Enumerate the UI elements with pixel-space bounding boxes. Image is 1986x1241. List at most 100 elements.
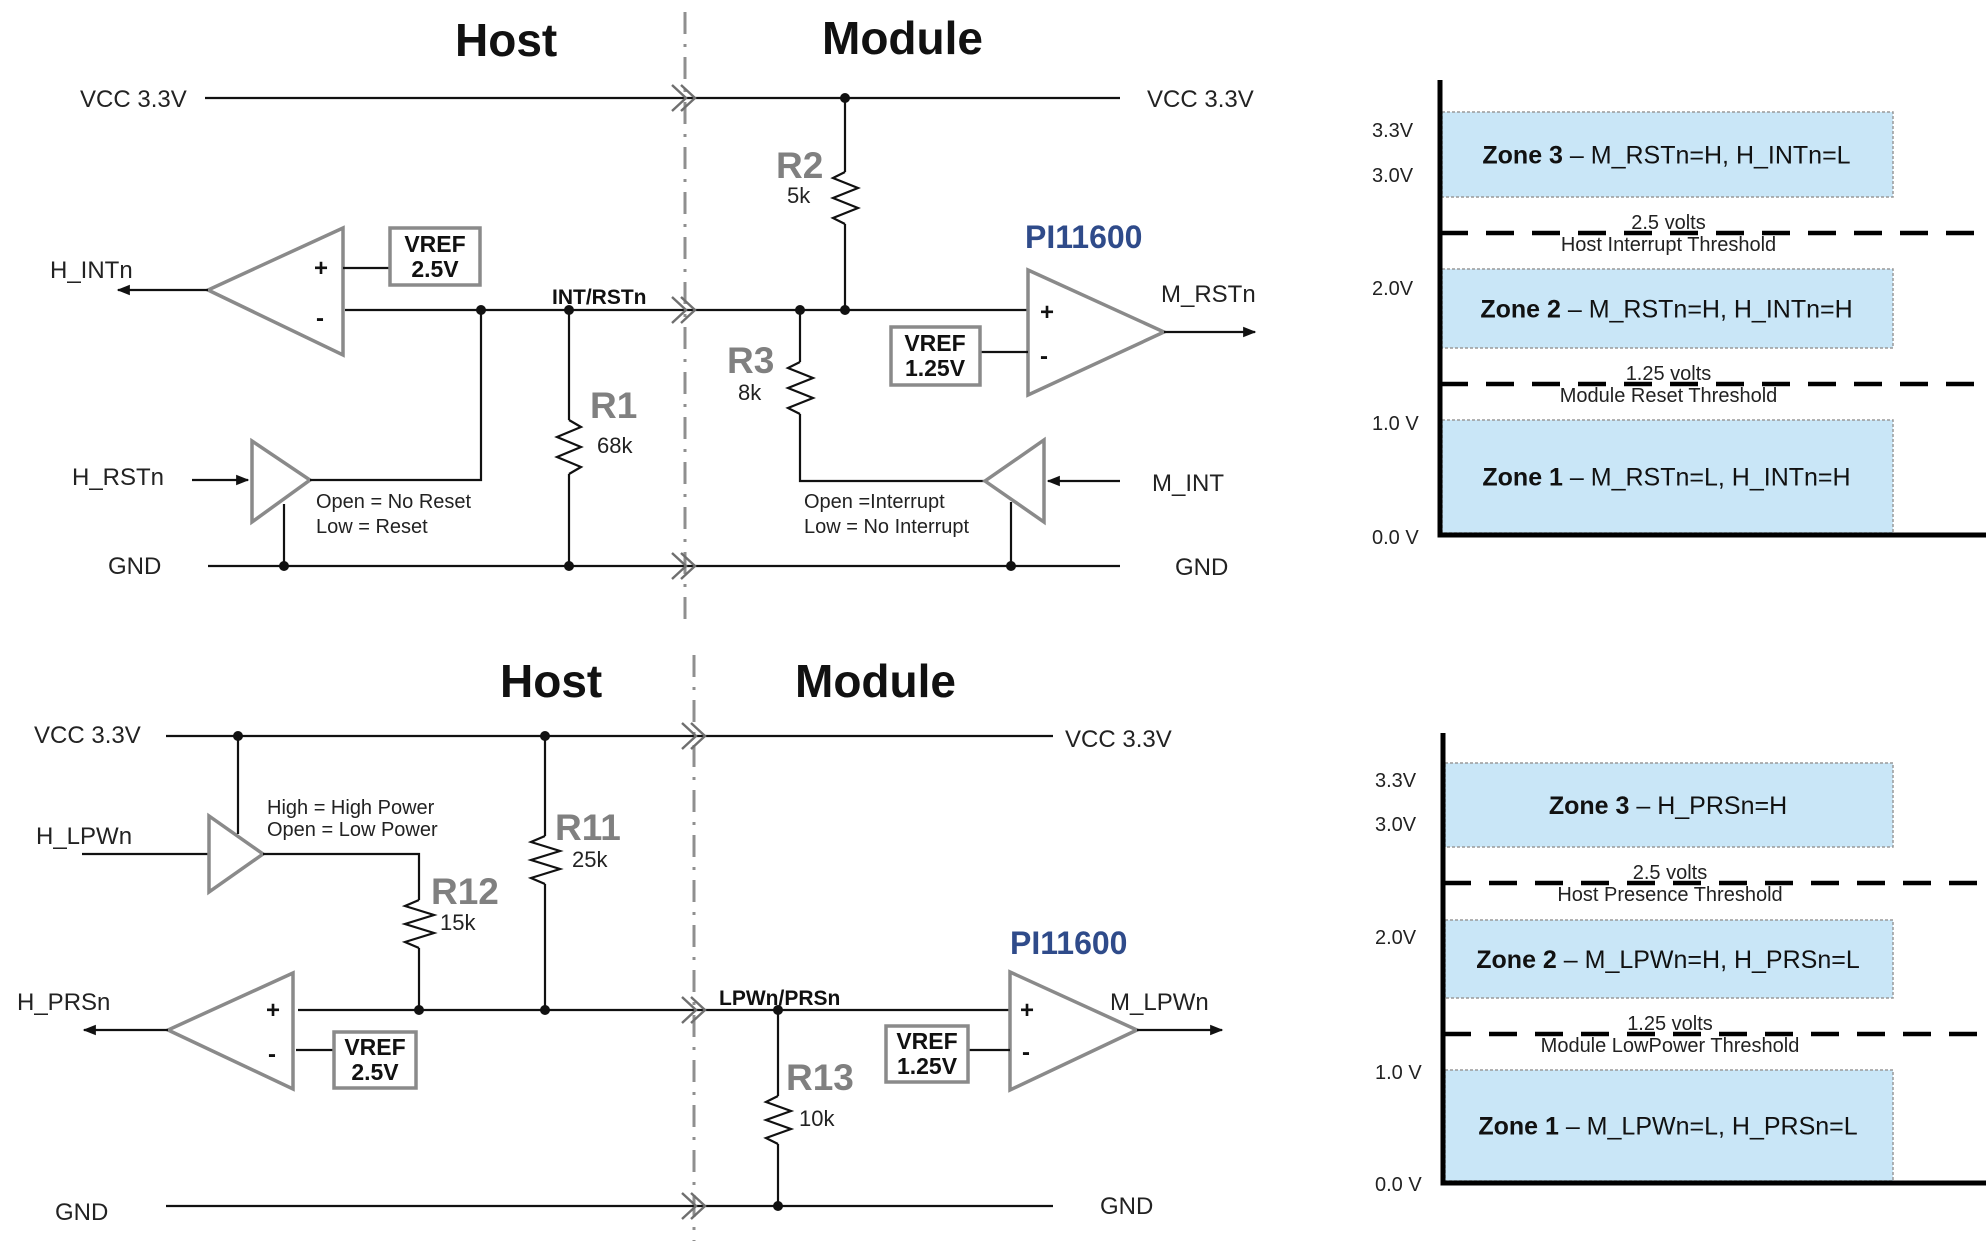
junction-dot xyxy=(414,1005,424,1015)
junction-dot xyxy=(233,731,243,741)
h-lpwn-label: H_LPWn xyxy=(36,823,132,850)
r1-value: 68k xyxy=(597,433,633,458)
connector-chevron-icon xyxy=(681,996,707,1024)
r12-value: 15k xyxy=(440,910,476,935)
vref-value: 1.25V xyxy=(897,1053,958,1079)
host-gnd-label: GND xyxy=(55,1199,108,1226)
reset-wire xyxy=(310,310,483,482)
buffer-output-wire xyxy=(263,852,421,900)
vref-label: VREF xyxy=(904,330,965,356)
y-tick-label: 0.0 V xyxy=(1375,1174,1422,1196)
junction-dot xyxy=(840,93,850,103)
junction-dot xyxy=(540,1005,550,1015)
plus-sign: + xyxy=(266,997,280,1024)
connector-chevron-icon xyxy=(681,1192,707,1220)
vref-label: VREF xyxy=(896,1028,957,1054)
r13-value: 10k xyxy=(799,1106,835,1131)
bus-label: INT/RSTn xyxy=(552,286,647,309)
r2-name: R2 xyxy=(776,145,823,186)
r13-name: R13 xyxy=(786,1057,854,1098)
module-heading: Module xyxy=(822,12,983,64)
r11-resistor-icon xyxy=(527,834,564,886)
minus-sign: - xyxy=(268,1041,276,1068)
module-gnd-label: GND xyxy=(1100,1193,1153,1220)
host-vref-box xyxy=(388,226,482,287)
host-reset-buffer xyxy=(250,437,314,526)
zone-label: Zone 2 – M_LPWn=H, H_PRSn=L xyxy=(1476,946,1860,974)
m-lpwn-label: M_LPWn xyxy=(1110,989,1209,1016)
zone-label: Zone 1 – M_LPWn=L, H_PRSn=L xyxy=(1478,1113,1857,1141)
r3-name: R3 xyxy=(727,340,774,381)
host-comparator xyxy=(203,225,345,358)
zone-band xyxy=(1444,1069,1894,1182)
r3-resistor-icon xyxy=(785,361,816,415)
plus-sign: + xyxy=(314,255,328,282)
r11-name: R11 xyxy=(555,807,621,848)
module-vref-box xyxy=(884,1024,970,1084)
host-heading: Host xyxy=(500,655,602,707)
connector-chevron-icon xyxy=(681,722,707,750)
y-tick-label: 3.0V xyxy=(1372,165,1414,187)
junction-dot xyxy=(795,305,805,315)
vref-value: 2.5V xyxy=(351,1059,399,1085)
h-prsn-label: H_PRSn xyxy=(17,989,110,1016)
y-tick-label: 0.0 V xyxy=(1372,527,1419,549)
r12-name: R12 xyxy=(431,871,499,912)
plus-sign: + xyxy=(1020,997,1034,1024)
minus-sign: - xyxy=(1040,343,1048,370)
minus-sign: - xyxy=(316,305,324,332)
threshold-name: Host Interrupt Threshold xyxy=(1561,234,1776,256)
vref-value: 1.25V xyxy=(905,355,966,381)
host-heading: Host xyxy=(455,14,557,66)
zone-band xyxy=(1444,919,1894,999)
chip-label: PI11600 xyxy=(1010,925,1127,961)
module-gnd-label: GND xyxy=(1175,554,1228,581)
zone-label: Zone 1 – M_RSTn=L, H_INTn=H xyxy=(1482,464,1850,492)
r12-resistor-icon xyxy=(401,898,438,950)
vref-value: 2.5V xyxy=(411,256,459,282)
bottom-schematic: Host Module VCC 3.3V VCC 3.3V GND GND LP… xyxy=(17,655,1224,1241)
zone-band xyxy=(1444,762,1894,848)
zone-band xyxy=(1441,111,1894,198)
threshold-name: Host Presence Threshold xyxy=(1557,884,1782,906)
junction-dot xyxy=(773,1201,783,1211)
chip-label: PI11600 xyxy=(1025,219,1142,255)
host-vcc-label: VCC 3.3V xyxy=(80,86,187,113)
zone-band xyxy=(1441,419,1894,534)
y-tick-label: 2.0V xyxy=(1372,278,1414,300)
top-schematic: Host Module VCC 3.3V VCC 3.3V GND GND IN… xyxy=(50,12,1257,620)
r11-value: 25k xyxy=(572,847,608,872)
y-tick-label: 3.3V xyxy=(1372,120,1414,142)
r2-value: 5k xyxy=(787,183,811,208)
y-tick-label: 1.0 V xyxy=(1372,413,1419,435)
threshold-value: 1.25 volts xyxy=(1626,363,1712,385)
r1-resistor-icon xyxy=(554,419,584,475)
junction-dot xyxy=(840,305,850,315)
module-vcc-label: VCC 3.3V xyxy=(1065,726,1172,753)
y-tick-label: 2.0V xyxy=(1375,927,1417,949)
zone-band xyxy=(1441,268,1894,349)
r3-wire xyxy=(798,414,985,483)
y-tick-label: 1.0 V xyxy=(1375,1062,1422,1084)
chart-axes xyxy=(1437,80,1986,538)
junction-dot xyxy=(773,1005,783,1015)
threshold-name: Module Reset Threshold xyxy=(1560,385,1778,407)
module-note-line2: Low = No Interrupt xyxy=(804,516,970,538)
junction-dot xyxy=(279,561,289,571)
threshold-name: Module LowPower Threshold xyxy=(1541,1035,1800,1057)
connector-chevron-icon xyxy=(671,552,697,580)
r13-resistor-icon xyxy=(762,1095,795,1145)
threshold-value: 2.5 volts xyxy=(1633,862,1707,884)
host-lowpower-buffer xyxy=(207,812,267,896)
module-vref-box xyxy=(889,325,982,387)
host-note-line2: Low = Reset xyxy=(316,516,428,538)
junction-dot xyxy=(564,561,574,571)
module-vcc-label: VCC 3.3V xyxy=(1147,86,1254,113)
host-note-line1: Open = No Reset xyxy=(316,491,472,513)
threshold-value: 2.5 volts xyxy=(1631,212,1705,234)
m-rstn-label: M_RSTn xyxy=(1161,281,1256,308)
module-interrupt-buffer xyxy=(981,436,1046,526)
